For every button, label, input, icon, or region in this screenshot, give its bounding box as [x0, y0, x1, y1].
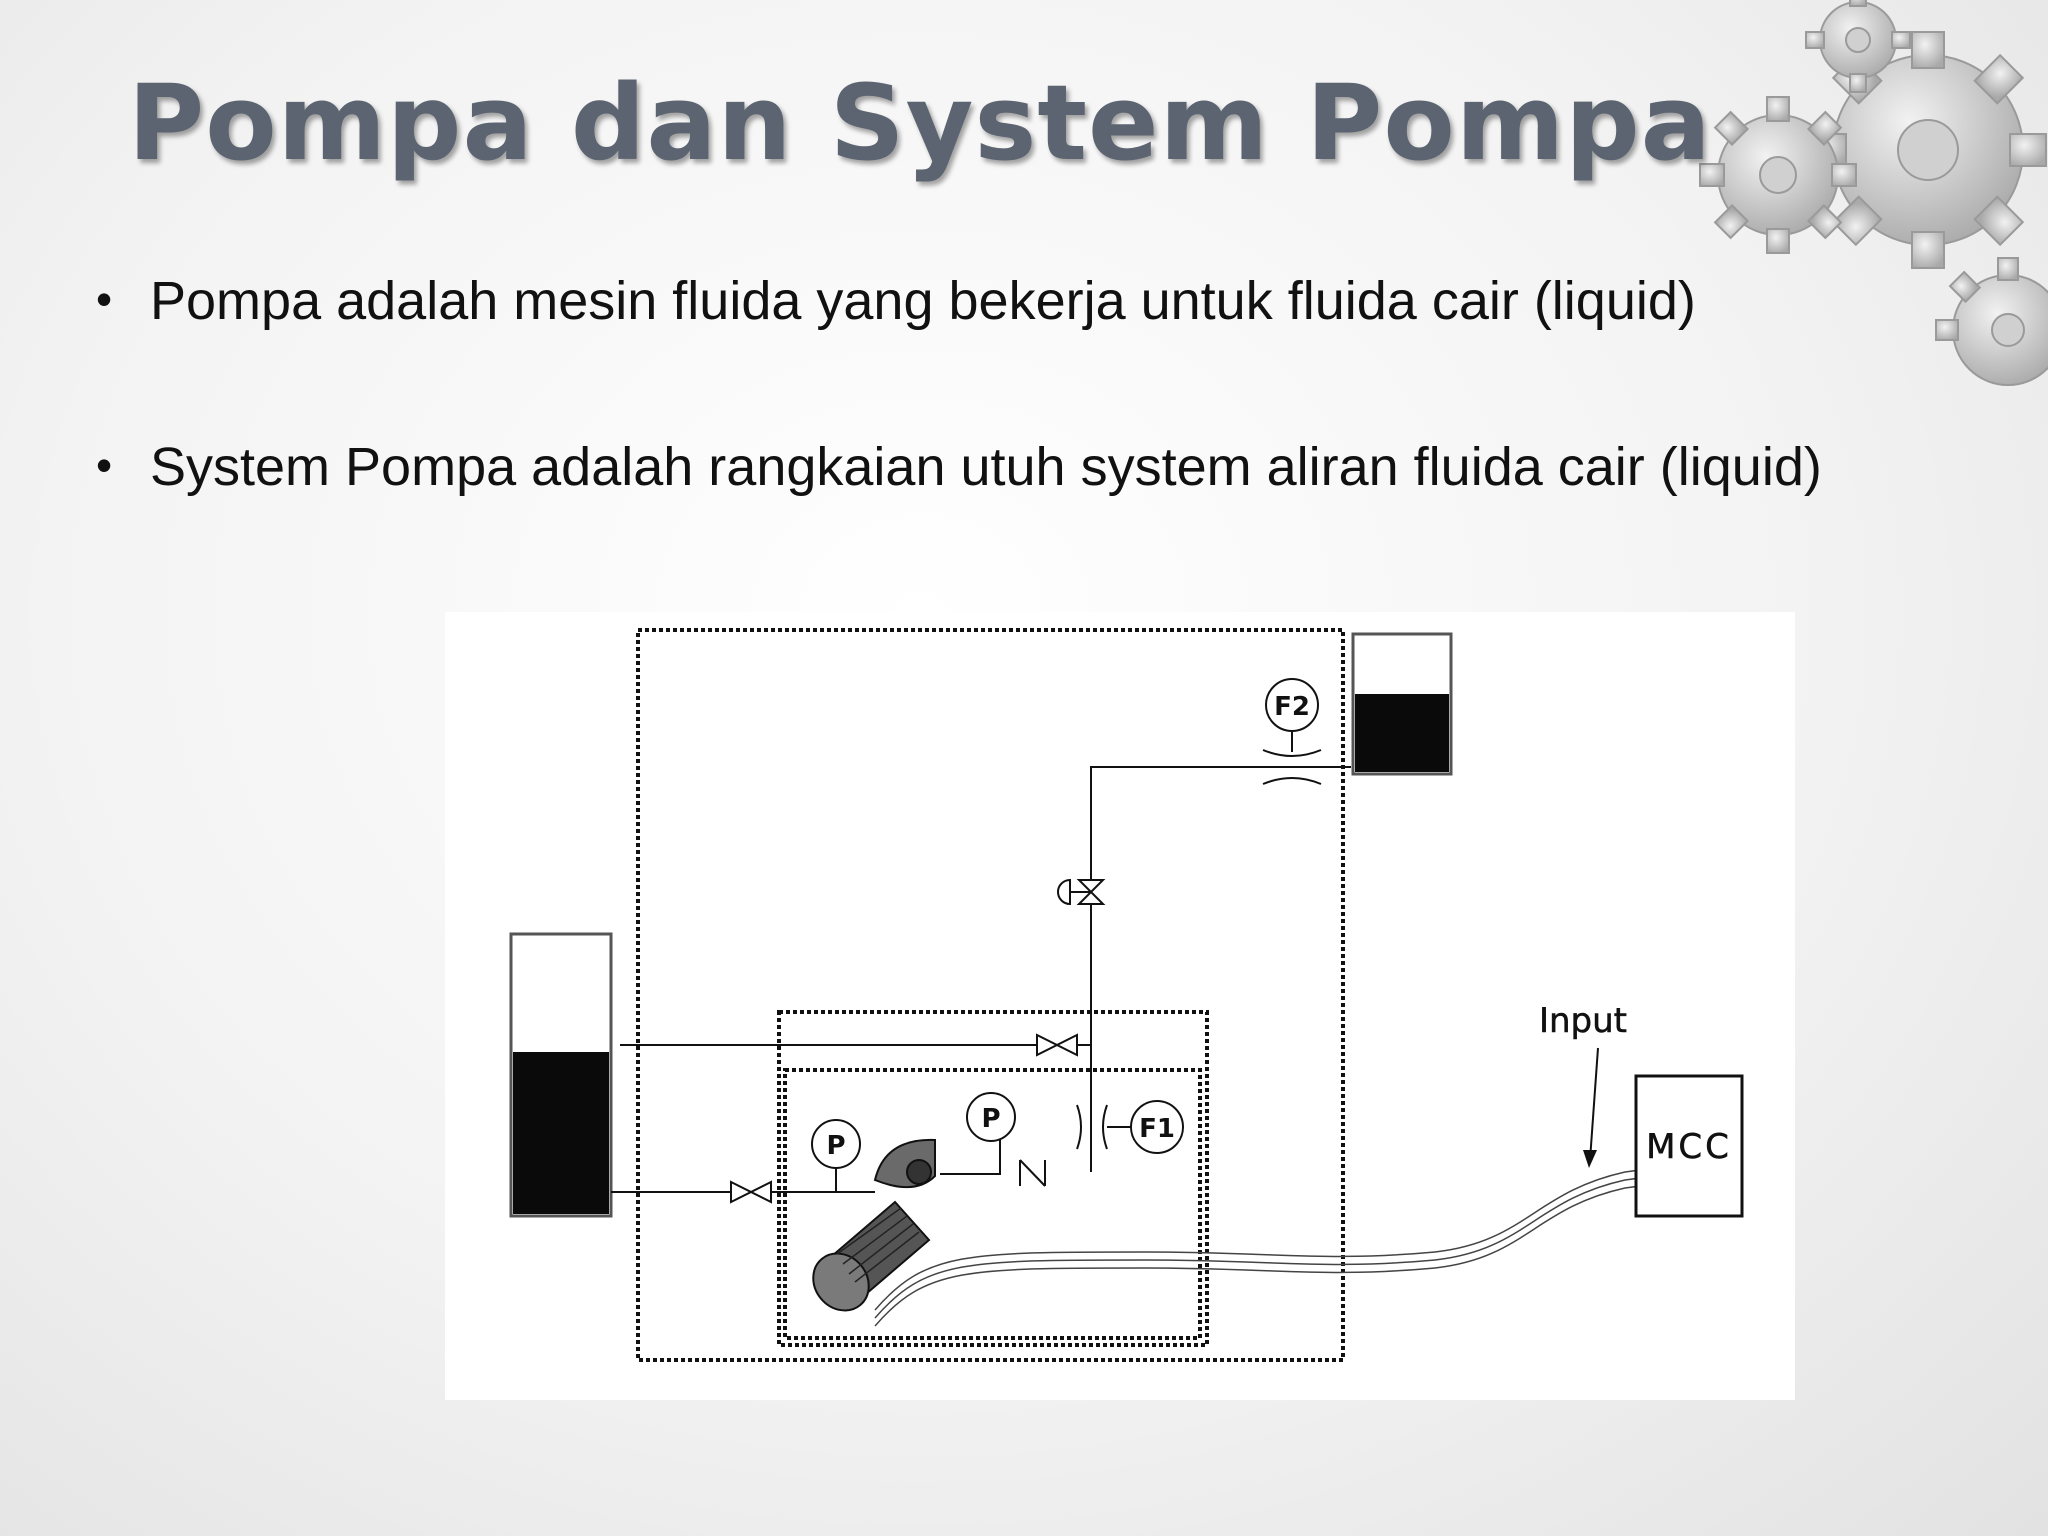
- pressure-gauge-discharge-icon: [966, 1092, 1016, 1142]
- bullet-item-system-pompa: • System Pompa adalah rangkaian utuh syst…: [96, 434, 1822, 498]
- bullet-text-pompa: Pompa adalah mesin fluida yang bekerja u…: [150, 271, 1696, 331]
- pump-subsystem-boundary: [777, 1010, 1209, 1347]
- bullet-item-pompa: • Pompa adalah mesin fluida yang bekerja …: [96, 268, 1822, 332]
- pump-icon: [873, 1138, 936, 1189]
- system-boundary: [636, 628, 1345, 1362]
- suction-valve-icon: [730, 1180, 772, 1204]
- flow-meter-f2-label: F2: [1274, 692, 1310, 722]
- pump-system-diagram: F2 F1 P P Input MCC: [445, 612, 1795, 1400]
- pump-unit-boundary: [783, 1068, 1202, 1340]
- power-cable: [874, 1164, 1679, 1327]
- control-valve-icon: [1057, 878, 1106, 906]
- check-valve-icon: [1019, 1159, 1046, 1187]
- suction-tank-liquid: [513, 1052, 609, 1214]
- mcc-label: MCC: [1646, 1127, 1732, 1167]
- discharge-riser: [1090, 766, 1351, 1172]
- bullet-text-system-pompa: System Pompa adalah rangkaian utuh syste…: [150, 437, 1822, 497]
- discharge-tank-liquid: [1355, 694, 1449, 772]
- bullet-marker: •: [96, 439, 113, 491]
- input-label: Input: [1539, 1001, 1627, 1041]
- recirculation-valve-icon: [1036, 1033, 1078, 1057]
- bullet-marker: •: [96, 273, 113, 325]
- flow-meter-f1-label: F1: [1139, 1114, 1175, 1144]
- input-arrow: [1589, 1047, 1599, 1161]
- slide-title: Pompa dan System Pompa: [128, 62, 1712, 184]
- gears-decoration-icon: [1699, 0, 2048, 386]
- bullet-list: • Pompa adalah mesin fluida yang bekerja …: [96, 268, 1822, 498]
- mcc-box: [1634, 1074, 1744, 1218]
- pressure-gauge-suction-label: P: [826, 1131, 845, 1161]
- motor-icon: [812, 1200, 931, 1312]
- pressure-gauge-discharge-label: P: [981, 1104, 1000, 1134]
